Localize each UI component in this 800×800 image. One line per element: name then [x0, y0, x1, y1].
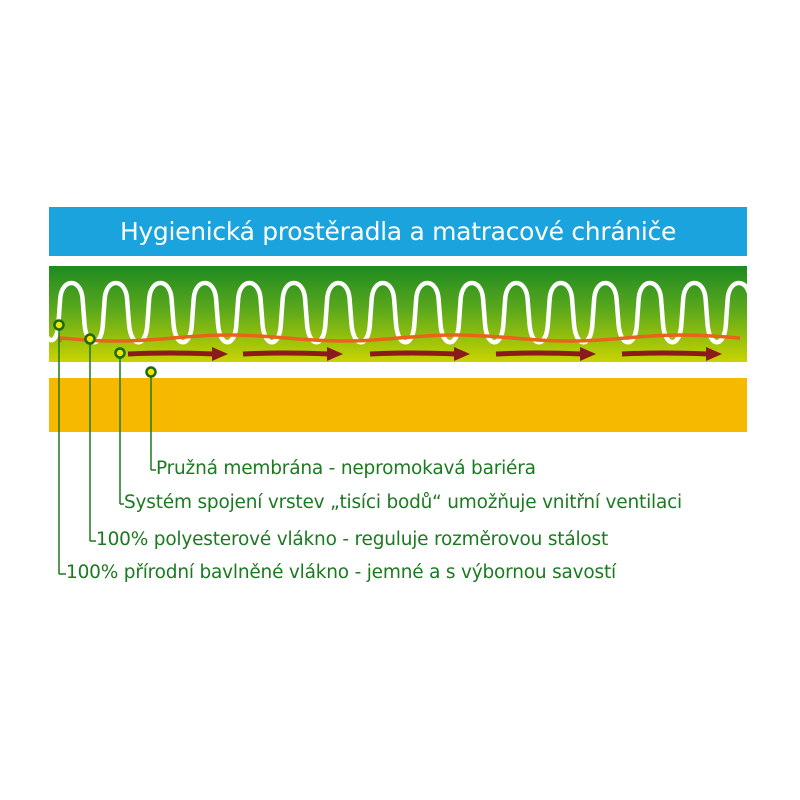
gap-layer	[49, 362, 747, 376]
leader-marker	[114, 347, 126, 359]
label-polyester: 100% polyesterové vlákno - reguluje rozm…	[96, 529, 609, 550]
membrane-band	[49, 378, 747, 432]
polyester-thread	[58, 333, 741, 343]
ventilation-arrow	[242, 350, 330, 357]
label-membrane: Pružná membrána - nepromokavá bariéra	[156, 458, 536, 479]
cotton-loops	[49, 280, 747, 345]
label-cotton: 100% přírodní bavlněné vlákno - jemné a …	[66, 562, 616, 583]
leader-marker	[145, 366, 157, 378]
leader-marker	[53, 319, 65, 331]
leader-lines	[53, 319, 157, 575]
ventilation-arrow	[369, 350, 457, 357]
ventilation-arrow	[621, 350, 709, 357]
arrow-head	[580, 347, 596, 361]
arrow-head	[706, 347, 722, 361]
ventilation-arrow	[495, 350, 583, 357]
diagram-title: Hygienická prostěradla a matracové chrán…	[119, 217, 677, 246]
arrow-head	[454, 347, 470, 361]
cotton-fabric-layer	[49, 266, 747, 362]
label-bonding: Systém spojení vrstev „tisíci bodů“ umož…	[124, 492, 682, 513]
title-banner: Hygienická prostěradla a matracové chrán…	[49, 207, 747, 256]
arrow-head	[212, 347, 228, 361]
leader-marker	[84, 333, 96, 345]
ventilation-arrow	[127, 350, 215, 357]
arrow-head	[327, 347, 343, 361]
ventilation-arrows	[127, 347, 722, 361]
